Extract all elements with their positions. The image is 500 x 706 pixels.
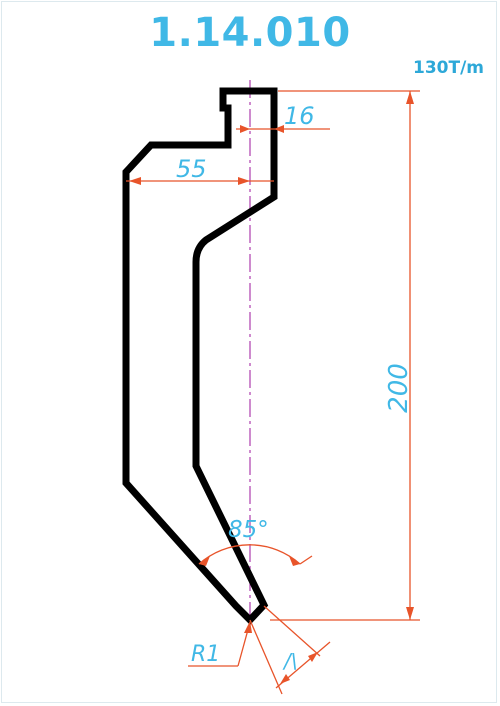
tip-thickness-dimension xyxy=(249,605,331,695)
body-width-dimension xyxy=(126,177,274,185)
tang-width-dimension xyxy=(236,125,330,133)
punch-tool-profile xyxy=(122,87,278,626)
height-dimension xyxy=(270,90,420,621)
radius-callout-text: R1 xyxy=(191,642,220,667)
body-width-text: 55 xyxy=(176,155,207,183)
tang-width-text: 16 xyxy=(284,102,315,130)
tip-thickness-marker: /\ xyxy=(282,649,297,673)
capacity-label: 130T/m xyxy=(413,58,485,78)
radius-callout xyxy=(188,621,252,667)
height-dimension-text: 200 xyxy=(384,363,414,413)
part-number-title: 1.14.010 xyxy=(149,10,351,56)
angle-dimension-text: 85° xyxy=(228,517,269,543)
angle-dimension xyxy=(198,544,313,566)
